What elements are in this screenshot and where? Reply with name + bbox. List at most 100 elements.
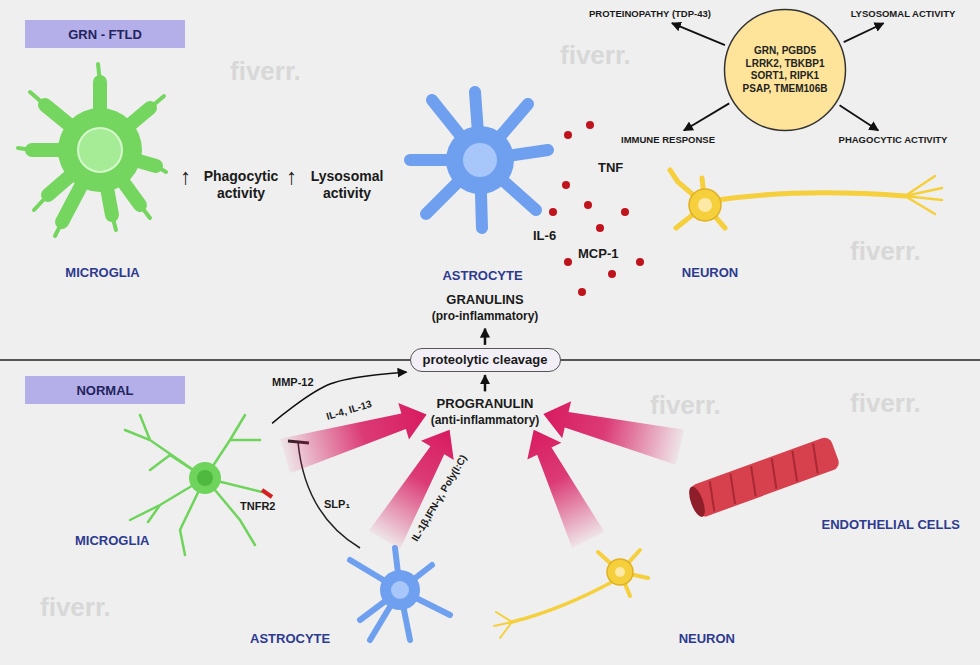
section-band: GRN - FTLD [25, 20, 185, 48]
arrow-connector [672, 23, 725, 45]
neuron-figure [512, 582, 612, 622]
blood-vessel [686, 485, 708, 519]
node-text: GRANULINS [432, 292, 539, 308]
cell-figure: ASTROCYTE [410, 95, 555, 285]
node-text: MICROGLIA [75, 533, 149, 548]
astrocyte-figure [350, 548, 450, 640]
watermark: fiverr. [40, 592, 111, 623]
receptor-label: TNFR2 [240, 500, 275, 512]
arrow-connector [484, 375, 487, 391]
node-text: proteolytic cleavage [423, 352, 548, 368]
microglia-body [58, 108, 142, 192]
inhibitor-label: SLP₁ [324, 498, 350, 510]
node-text: NORMAL [76, 383, 133, 398]
arrow-connector [844, 23, 884, 42]
arrow-connector [272, 372, 406, 423]
microglia-figure [18, 64, 166, 236]
astrocyte-figure [350, 548, 450, 640]
cell-figure: ENDOTHELIAL CELLS [680, 430, 965, 534]
text-node: PROTEINOPATHY (TDP-43) [585, 6, 715, 22]
node-subtext: (pro-inflammatory) [432, 309, 539, 324]
cytokine-dots [608, 270, 616, 278]
node-text: ASTROCYTE [250, 631, 330, 646]
text-node: PROGRANULIN(anti-inflammatory) [427, 394, 544, 429]
node-text: GRN - FTLD [68, 27, 142, 42]
cytokine-dots [596, 224, 604, 232]
neuron-figure [494, 612, 512, 638]
microglia-figure [125, 415, 262, 555]
astrocyte-body [446, 126, 514, 194]
microglia-nucleus [197, 470, 213, 486]
astrocyte-nucleus [463, 143, 497, 177]
blood-vessel [704, 443, 823, 511]
arrow-connector [484, 329, 487, 345]
blood-vessel [688, 435, 841, 518]
arrow-connector [840, 105, 879, 130]
effect-text: Phagocytic activity [198, 168, 284, 202]
circle-outline [723, 8, 847, 132]
node-text: LYSOSOMAL ACTIVITY [851, 8, 956, 20]
effect-text: Lysosomal activity [304, 168, 390, 202]
neuron-figure [670, 170, 905, 228]
cell-figure: MICROGLIA [30, 95, 175, 282]
watermark: fiverr. [230, 56, 301, 87]
stimulus-arrow [527, 430, 604, 548]
node-text: ENDOTHELIAL CELLS [822, 517, 960, 532]
neuron-body [689, 189, 721, 221]
microglia-figure [18, 64, 166, 236]
node-text: PROTEINOPATHY (TDP-43) [589, 8, 711, 20]
stimulus-arrow [369, 430, 454, 550]
cytokine-dots [584, 201, 592, 209]
cell-figure: MICROGLIA [70, 425, 285, 550]
cytokine-dots [564, 258, 572, 266]
watermark: fiverr. [850, 388, 921, 419]
microglia-figure [32, 82, 156, 222]
neuron-figure [598, 550, 648, 596]
neuron-nucleus [698, 198, 712, 212]
astrocyte-figure [410, 92, 548, 228]
tnfr2-receptor [262, 490, 272, 497]
up-arrow-symbol: ↑ [286, 164, 297, 190]
cell-figure: ASTROCYTE [245, 540, 460, 648]
node-text: NEURON [679, 631, 735, 646]
edge-label: IL-1β,IFN-γ, Poly(I:C) [410, 453, 469, 543]
node-text: NEURON [655, 265, 765, 280]
edge-label: IL-4, IL-13 [325, 398, 373, 422]
cytokine-dots [549, 208, 557, 216]
gene-circle-shape [725, 10, 846, 131]
cell-figure: NEURON [490, 540, 740, 648]
text-node: LYSOSOMAL ACTIVITY [847, 6, 960, 22]
edge-label: MMP-12 [272, 376, 314, 388]
microglia-body [189, 462, 221, 494]
cell-figure: NEURON [655, 160, 765, 282]
process-box: proteolytic cleavage [410, 348, 561, 372]
blood-vessel [686, 435, 841, 519]
cytokine-dots [562, 181, 570, 189]
section-band: NORMAL [25, 376, 185, 404]
cytokine-dots [636, 258, 644, 266]
node-text: PHAGOCYTIC ACTIVITY [839, 134, 948, 146]
cytokine-dots [564, 131, 572, 139]
microglia-figure [125, 415, 262, 555]
neuron-figure [494, 550, 648, 638]
neuron-nucleus [615, 567, 625, 577]
arrow-connector [684, 103, 729, 130]
node-subtext: (anti-inflammatory) [431, 413, 540, 428]
astrocyte-figure [410, 92, 548, 228]
neuron-figure [670, 170, 942, 228]
text-node: GRANULINS(pro-inflammatory) [428, 290, 543, 325]
astrocyte-nucleus [391, 581, 409, 599]
cytokine-dots [549, 121, 644, 296]
up-arrow-symbol: ↑ [180, 164, 191, 190]
cytokine-label: IL-6 [533, 228, 556, 243]
watermark: fiverr. [560, 40, 631, 71]
cytokine-dots [578, 288, 586, 296]
node-text: PROGRANULIN [431, 396, 540, 412]
text-node: PHAGOCYTIC ACTIVITY [835, 132, 952, 148]
astrocyte-body [380, 570, 420, 610]
stimulus-arrow [280, 403, 427, 473]
neuron-figure [905, 176, 942, 214]
